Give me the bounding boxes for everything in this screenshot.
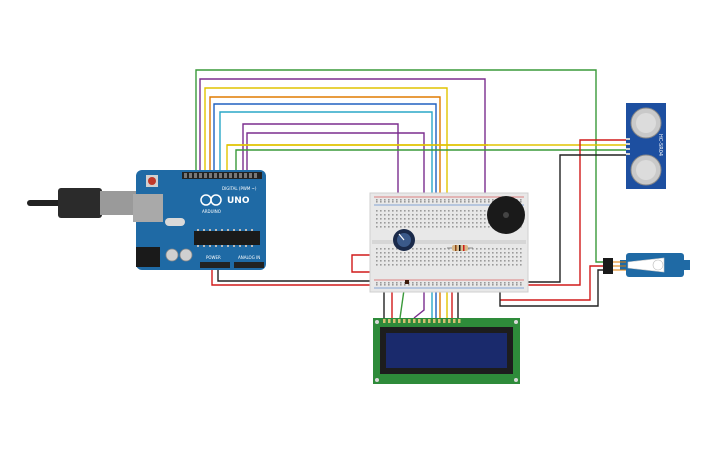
breadboard-center-channel	[372, 240, 526, 244]
arduino-logo-right	[210, 194, 222, 206]
piezo-buzzer[interactable]	[487, 196, 525, 234]
arduino-model-label: UNO	[227, 196, 250, 206]
wire-black-ultra[interactable]	[500, 154, 626, 283]
buzzer-hole	[503, 212, 509, 218]
ultrasonic-sensor[interactable]: HC-SR04	[626, 103, 666, 189]
crystal-oscillator	[165, 218, 185, 226]
ultrasonic-pins	[626, 138, 630, 155]
wire-black-servo[interactable]	[499, 269, 606, 307]
power-header-label: POWER	[206, 255, 221, 260]
servo-motor[interactable]	[603, 253, 690, 277]
lcd-mount-holes	[375, 320, 518, 382]
servo-shaft	[652, 259, 664, 271]
capacitor-1	[165, 248, 179, 262]
power-jack	[136, 247, 160, 267]
usb-plug	[58, 188, 102, 218]
wire-yellow-1[interactable]	[204, 87, 448, 290]
servo-lead-wires	[613, 261, 626, 271]
wire-red-servo[interactable]	[500, 265, 606, 301]
lcd-16x2-display[interactable]	[373, 318, 520, 384]
usb-plug-metal	[100, 191, 136, 215]
power-header	[200, 262, 230, 268]
ultrasonic-label: HC-SR04	[657, 134, 663, 156]
analog-header-label: ANALOG IN	[238, 255, 260, 260]
wire-purple-buzzer[interactable]	[199, 78, 486, 200]
servo-connector	[603, 258, 613, 274]
wire-purple-2[interactable]	[242, 123, 399, 230]
capacitor-2	[179, 248, 193, 262]
reset-button-cap[interactable]	[148, 177, 156, 185]
ultrasonic-transducer-bottom-inner	[636, 160, 656, 180]
wire-red-ultra[interactable]	[500, 139, 626, 286]
potentiometer[interactable]	[393, 229, 415, 251]
wire-green-2[interactable]	[235, 149, 626, 178]
usb-b-port	[133, 194, 163, 222]
wire-green-servo[interactable]	[195, 69, 606, 263]
digital-header-label: DIGITAL (PWM ~)	[222, 186, 257, 191]
led-small	[405, 280, 409, 284]
digital-pins	[184, 173, 257, 178]
servo-tab-right	[682, 260, 690, 270]
lcd-pin-header	[383, 319, 461, 323]
potentiometer-indicator	[398, 233, 405, 241]
wire-lcd-green[interactable]	[399, 289, 405, 319]
arduino-logo-text: ARDUINO	[202, 209, 221, 214]
wire-red-power[interactable]	[211, 268, 378, 286]
atmega-chip	[194, 231, 260, 245]
lcd-screen	[386, 333, 507, 368]
servo-tab-left	[620, 260, 628, 270]
wire-lcd-purple[interactable]	[413, 290, 425, 319]
ultrasonic-transducer-top-inner	[636, 113, 656, 133]
wire-group	[195, 69, 626, 319]
arduino-uno-board[interactable]: DIGITAL (PWM ~) ARDUINO UNO POWER ANALO	[27, 170, 266, 270]
analog-header	[234, 262, 264, 268]
wire-black-power[interactable]	[217, 268, 378, 282]
resistor	[447, 245, 473, 251]
chip-pins	[197, 229, 253, 247]
